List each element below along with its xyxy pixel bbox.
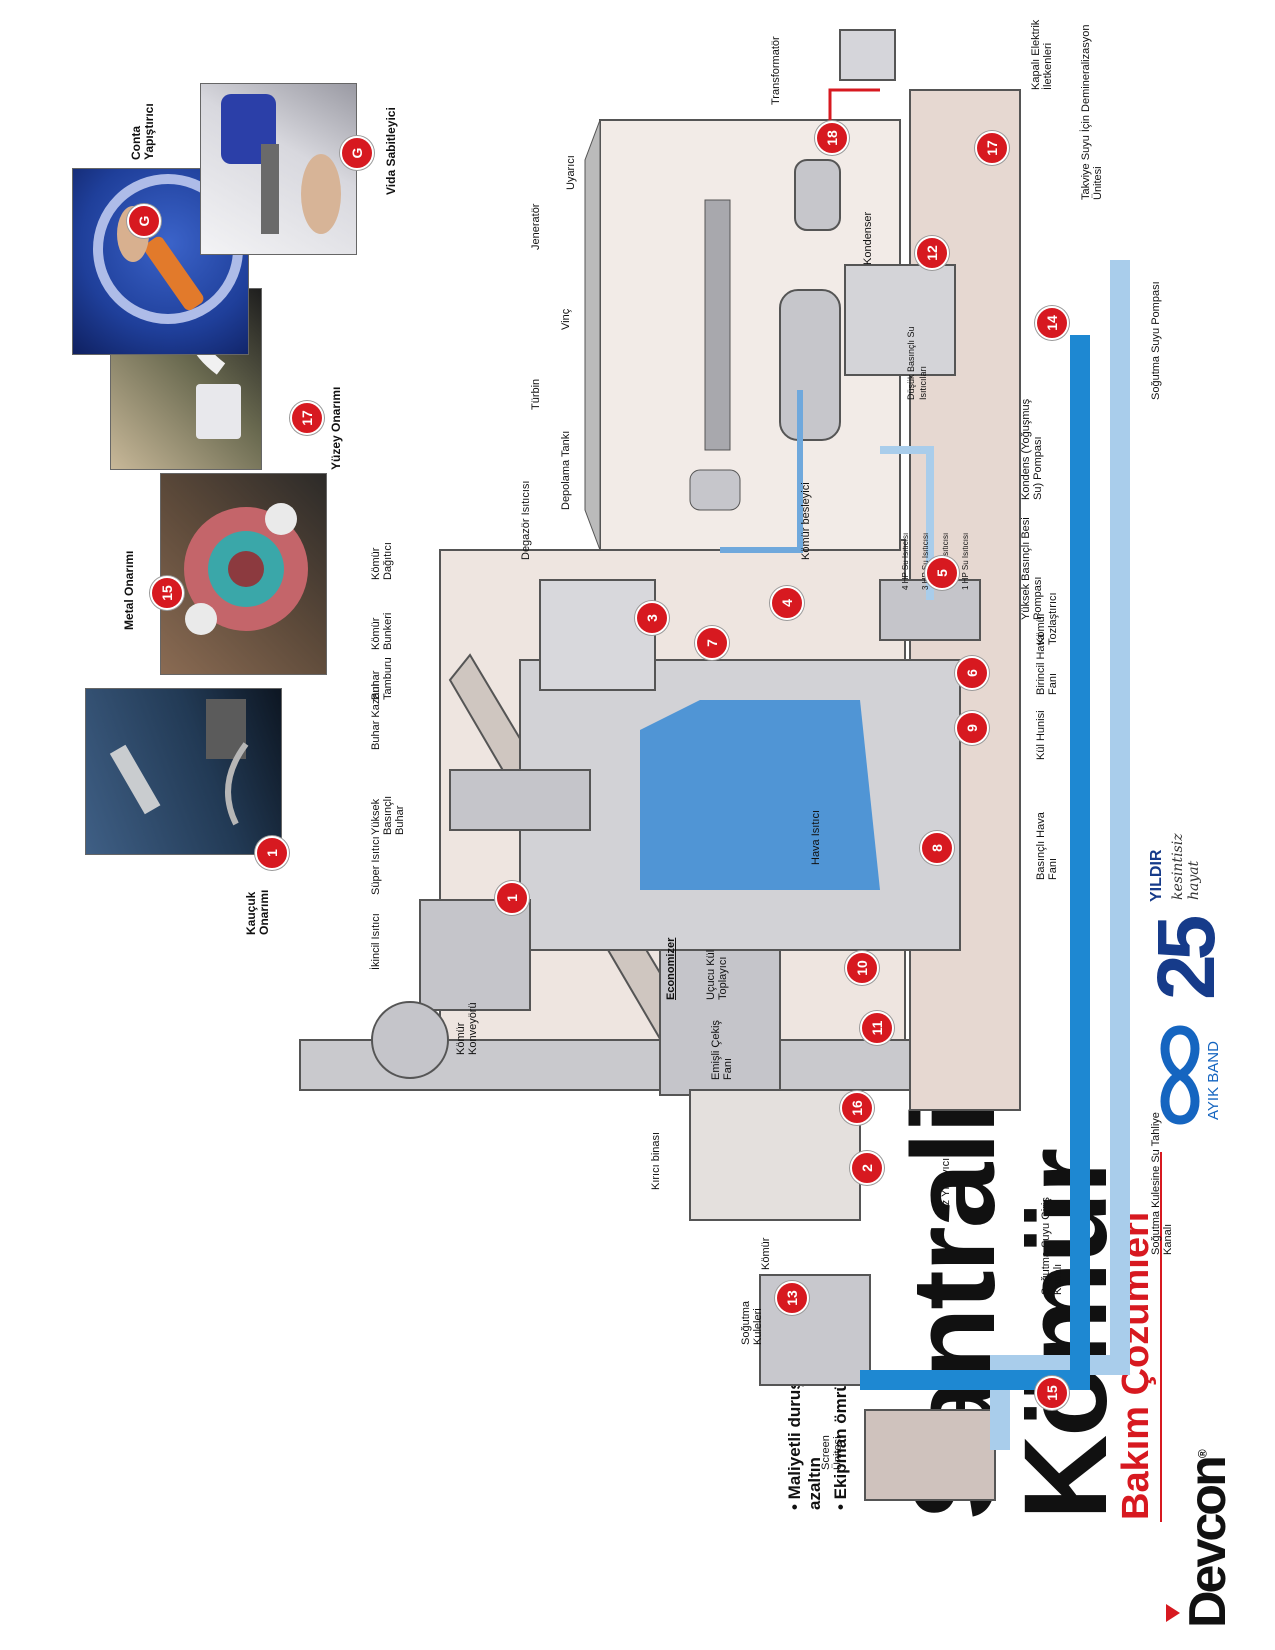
badge-15: 15 bbox=[1035, 1376, 1069, 1410]
label-super-isitici: Süper Isıtıcı bbox=[370, 836, 382, 895]
partner-logo: AYIK BAND bbox=[1145, 1010, 1225, 1140]
lp-water-line bbox=[720, 390, 803, 553]
label-sogutma-suyu-pompasi: Soğutma Suyu Pompası bbox=[1150, 281, 1162, 400]
label-dusuk-basincli: Düşük Basınçlı Su Isıtıcıları bbox=[906, 326, 928, 400]
label-economizer: Economizer bbox=[665, 937, 677, 1000]
cooling-water-outlet-channel bbox=[990, 260, 1130, 1450]
badge-14: 14 bbox=[1035, 306, 1069, 340]
label-komur: Kömür bbox=[760, 1237, 772, 1270]
photo-thread-locker bbox=[200, 83, 357, 255]
label-turbin: Türbin bbox=[530, 378, 542, 410]
label-vinc: Vinç bbox=[560, 308, 572, 330]
turbine-hall-truss bbox=[584, 119, 601, 551]
label-hp4: 4 HP Su Isıtıcısı bbox=[901, 532, 910, 590]
boiler-flame bbox=[640, 700, 880, 890]
label-komur-konveyoru: Kömür Konveyörü bbox=[455, 1002, 479, 1055]
badge-8: 8 bbox=[920, 831, 954, 865]
label-yuksek-basincli-buhar: Yüksek Basınçlı Buhar bbox=[370, 795, 406, 835]
badge-3: 3 bbox=[635, 601, 669, 635]
label-takviye-suyu: Takviye Suyu İçin Demineralizasyon Ünite… bbox=[1080, 24, 1104, 200]
label-gaz-yikayici: Gaz Yıkayıcı bbox=[940, 1157, 952, 1220]
cooling-water-inlet-channel bbox=[860, 335, 1090, 1390]
label-sogutma-giris: Soğutma Suyu Giriş Kanalı bbox=[1040, 1197, 1064, 1295]
transformer bbox=[839, 29, 896, 81]
logo-mark bbox=[1166, 1604, 1180, 1622]
label-sogutma-tahliye: Soğutma Kulesine Su Tahliye Kanalı bbox=[1150, 1112, 1174, 1255]
label-komur-dagitici: Kömür Dağıtıcı bbox=[370, 542, 394, 580]
label-depolama-tanki: Depolama Tankı bbox=[560, 430, 572, 510]
label-degazor: Degazör Isıtıcısı bbox=[520, 480, 532, 560]
infinity-icon bbox=[1160, 1025, 1200, 1125]
label-sogutma-kuleleri: Soğutma Kuleleri bbox=[740, 1300, 764, 1345]
badge-1: 1 bbox=[495, 881, 529, 915]
label-ikincil-isitici: İkincil Isıtıcı bbox=[370, 913, 382, 970]
label-kul-hunisi: Kül Hunisi bbox=[1035, 710, 1047, 760]
crusher-building bbox=[689, 1089, 861, 1221]
label-emisli-cekis: Emişli Çekiş Fanı bbox=[710, 1020, 734, 1080]
label-kapali-elektrik: Kapalı Elektrik İletkenleri bbox=[1030, 19, 1054, 90]
badge-9: 9 bbox=[955, 711, 989, 745]
label-hp1: 1 HP Su Isıtıcısı bbox=[961, 532, 970, 590]
induced-draft-fan bbox=[371, 1001, 449, 1079]
label-birincil-hava: Birincil Hava Fanı bbox=[1035, 633, 1059, 695]
badge-17: 17 bbox=[975, 131, 1009, 165]
badge-11: 11 bbox=[860, 1011, 894, 1045]
label-kondens-pompasi: Kondens (Yoğuşmuş Su) Pompası bbox=[1020, 398, 1044, 500]
screen-unit bbox=[864, 1409, 996, 1501]
generator bbox=[794, 159, 841, 231]
label-kondenser: Kondenser bbox=[862, 211, 874, 265]
badge-6: 6 bbox=[955, 656, 989, 690]
label-komur-besleyici: Kömür besleyici bbox=[800, 482, 812, 560]
label-ucucu-kul: Uçucu Kül Toplayıcı bbox=[705, 949, 729, 1000]
badge-16: 16 bbox=[840, 1091, 874, 1125]
label-screen-unitesi: Screen Ünitesi bbox=[820, 1435, 844, 1470]
photo-rubber-repair bbox=[85, 688, 282, 855]
label-uyarici: Uyarıcı bbox=[565, 155, 577, 190]
coal-bunker bbox=[539, 579, 656, 691]
air-heater bbox=[449, 769, 591, 831]
badge-4: 4 bbox=[770, 586, 804, 620]
label-hava-isitici: Hava Isıtıcı bbox=[810, 809, 822, 865]
label-transformator: Transformatör bbox=[770, 36, 782, 105]
storage-tank bbox=[689, 469, 741, 511]
condenser bbox=[844, 264, 956, 376]
label-basincli-hava: Basınçlı Hava Fanı bbox=[1035, 812, 1059, 880]
label-kirici-binasi: Kırıcı binası bbox=[650, 1131, 662, 1190]
badge-5: 5 bbox=[925, 556, 959, 590]
label-buhar-kazani: Buhar Kazanı bbox=[370, 683, 382, 750]
label-jenerator: Jeneratör bbox=[530, 203, 542, 250]
hp-feedwater-line bbox=[880, 446, 934, 600]
turbine bbox=[779, 289, 841, 441]
badge-18: 18 bbox=[815, 121, 849, 155]
photo-metal-repair bbox=[160, 473, 327, 675]
badge-7: 7 bbox=[695, 626, 729, 660]
crane-beam bbox=[704, 199, 731, 451]
badge-10: 10 bbox=[845, 951, 879, 985]
badge-12: 12 bbox=[915, 236, 949, 270]
fly-ash-collector bbox=[419, 899, 531, 1011]
badge-2: 2 bbox=[850, 1151, 884, 1185]
badge-13: 13 bbox=[775, 1281, 809, 1315]
